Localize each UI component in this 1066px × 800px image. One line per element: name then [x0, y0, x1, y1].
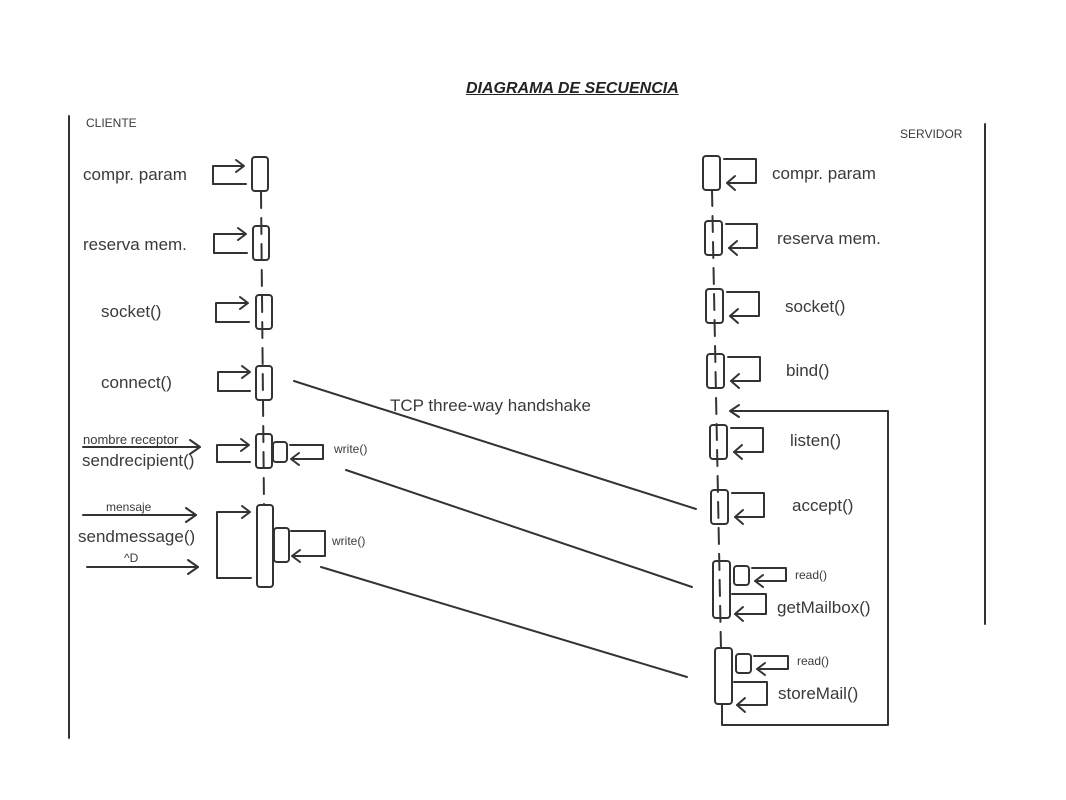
server-step-bind: bind() [786, 361, 830, 380]
get-mailbox-label: getMailbox() [777, 598, 871, 617]
client-activation-write1 [272, 441, 288, 463]
client-step-connect: connect() [101, 373, 172, 392]
client-write-call-1 [289, 444, 324, 466]
server-self-call-socket [726, 291, 760, 324]
recipient-arrow-label: nombre receptor [83, 432, 179, 447]
client-self-call-connect [217, 365, 251, 392]
eof-input-arrow [86, 559, 199, 575]
client-step-compr-param: compr. param [83, 165, 187, 184]
server-step-listen: listen() [790, 431, 842, 450]
message-input-arrow [82, 507, 197, 523]
client-activation-compr [251, 156, 269, 192]
server-step-accept: accept() [792, 496, 854, 515]
client-label: CLIENTE [86, 116, 137, 130]
server-read-call-1 [751, 567, 787, 588]
server-self-call-compr [723, 158, 757, 191]
server-step-compr-param: compr. param [772, 164, 876, 183]
message-data-line [320, 566, 688, 678]
client-step-reserva-mem: reserva mem. [83, 235, 187, 254]
client-activation-reserva [252, 225, 270, 261]
client-step-socket: socket() [101, 302, 162, 321]
client-write-label-1: write() [334, 442, 368, 456]
message-arrow-label: mensaje [106, 500, 152, 514]
client-self-call-sendrecipient [216, 438, 251, 463]
send-recipient-label: sendrecipient() [82, 451, 195, 470]
client-lifeline [260, 191, 265, 506]
server-activation-bind [706, 353, 725, 389]
server-label: SERVIDOR [900, 127, 963, 141]
server-self-call-bind [727, 356, 761, 389]
server-self-call-reserva [725, 223, 758, 256]
server-activation-accept [710, 489, 729, 525]
server-activation-getmailbox [712, 560, 731, 619]
server-step-reserva-mem: reserva mem. [777, 229, 881, 248]
server-activation-socket [705, 288, 724, 324]
handshake-message-line [293, 380, 697, 510]
server-self-call-getmailbox [731, 593, 767, 622]
client-activation-write2 [273, 527, 290, 563]
client-write-label-2: write() [332, 534, 366, 548]
client-self-call-reserva [213, 227, 248, 254]
server-read-call-2 [753, 655, 789, 676]
server-loop-arrow [721, 404, 889, 726]
send-message-label: sendmessage() [78, 527, 196, 546]
server-activation-read1 [733, 565, 750, 586]
client-self-call-socket [215, 296, 250, 323]
client-self-call-compr [212, 159, 247, 185]
client-write-call-2 [290, 530, 326, 563]
client-activation-sendmessage [256, 504, 274, 588]
server-self-call-listen [730, 427, 764, 460]
client-activation-socket [255, 294, 273, 330]
recipient-input-arrow [82, 439, 201, 455]
client-self-call-sendmessage [216, 505, 252, 579]
server-read-label-2: read() [797, 654, 830, 668]
server-self-call-storemail [733, 681, 768, 713]
handshake-label: TCP three-way handshake [390, 396, 591, 415]
recipient-message-line [345, 469, 693, 588]
server-activation-read2 [735, 653, 752, 674]
server-activation-listen [709, 424, 728, 460]
server-read-label-1: read() [795, 568, 828, 582]
store-mail-label: storeMail() [778, 684, 859, 703]
server-self-call-accept [731, 492, 765, 525]
server-step-socket: socket() [785, 297, 846, 316]
server-activation-reserva [704, 220, 723, 256]
server-activation-storemail [714, 647, 733, 705]
diagram-title: DIAGRAMA DE SECUENCIA [466, 80, 679, 97]
server-activation-compr [702, 155, 721, 191]
eof-arrow-label: ^D [124, 551, 139, 565]
client-activation-connect [255, 365, 273, 401]
